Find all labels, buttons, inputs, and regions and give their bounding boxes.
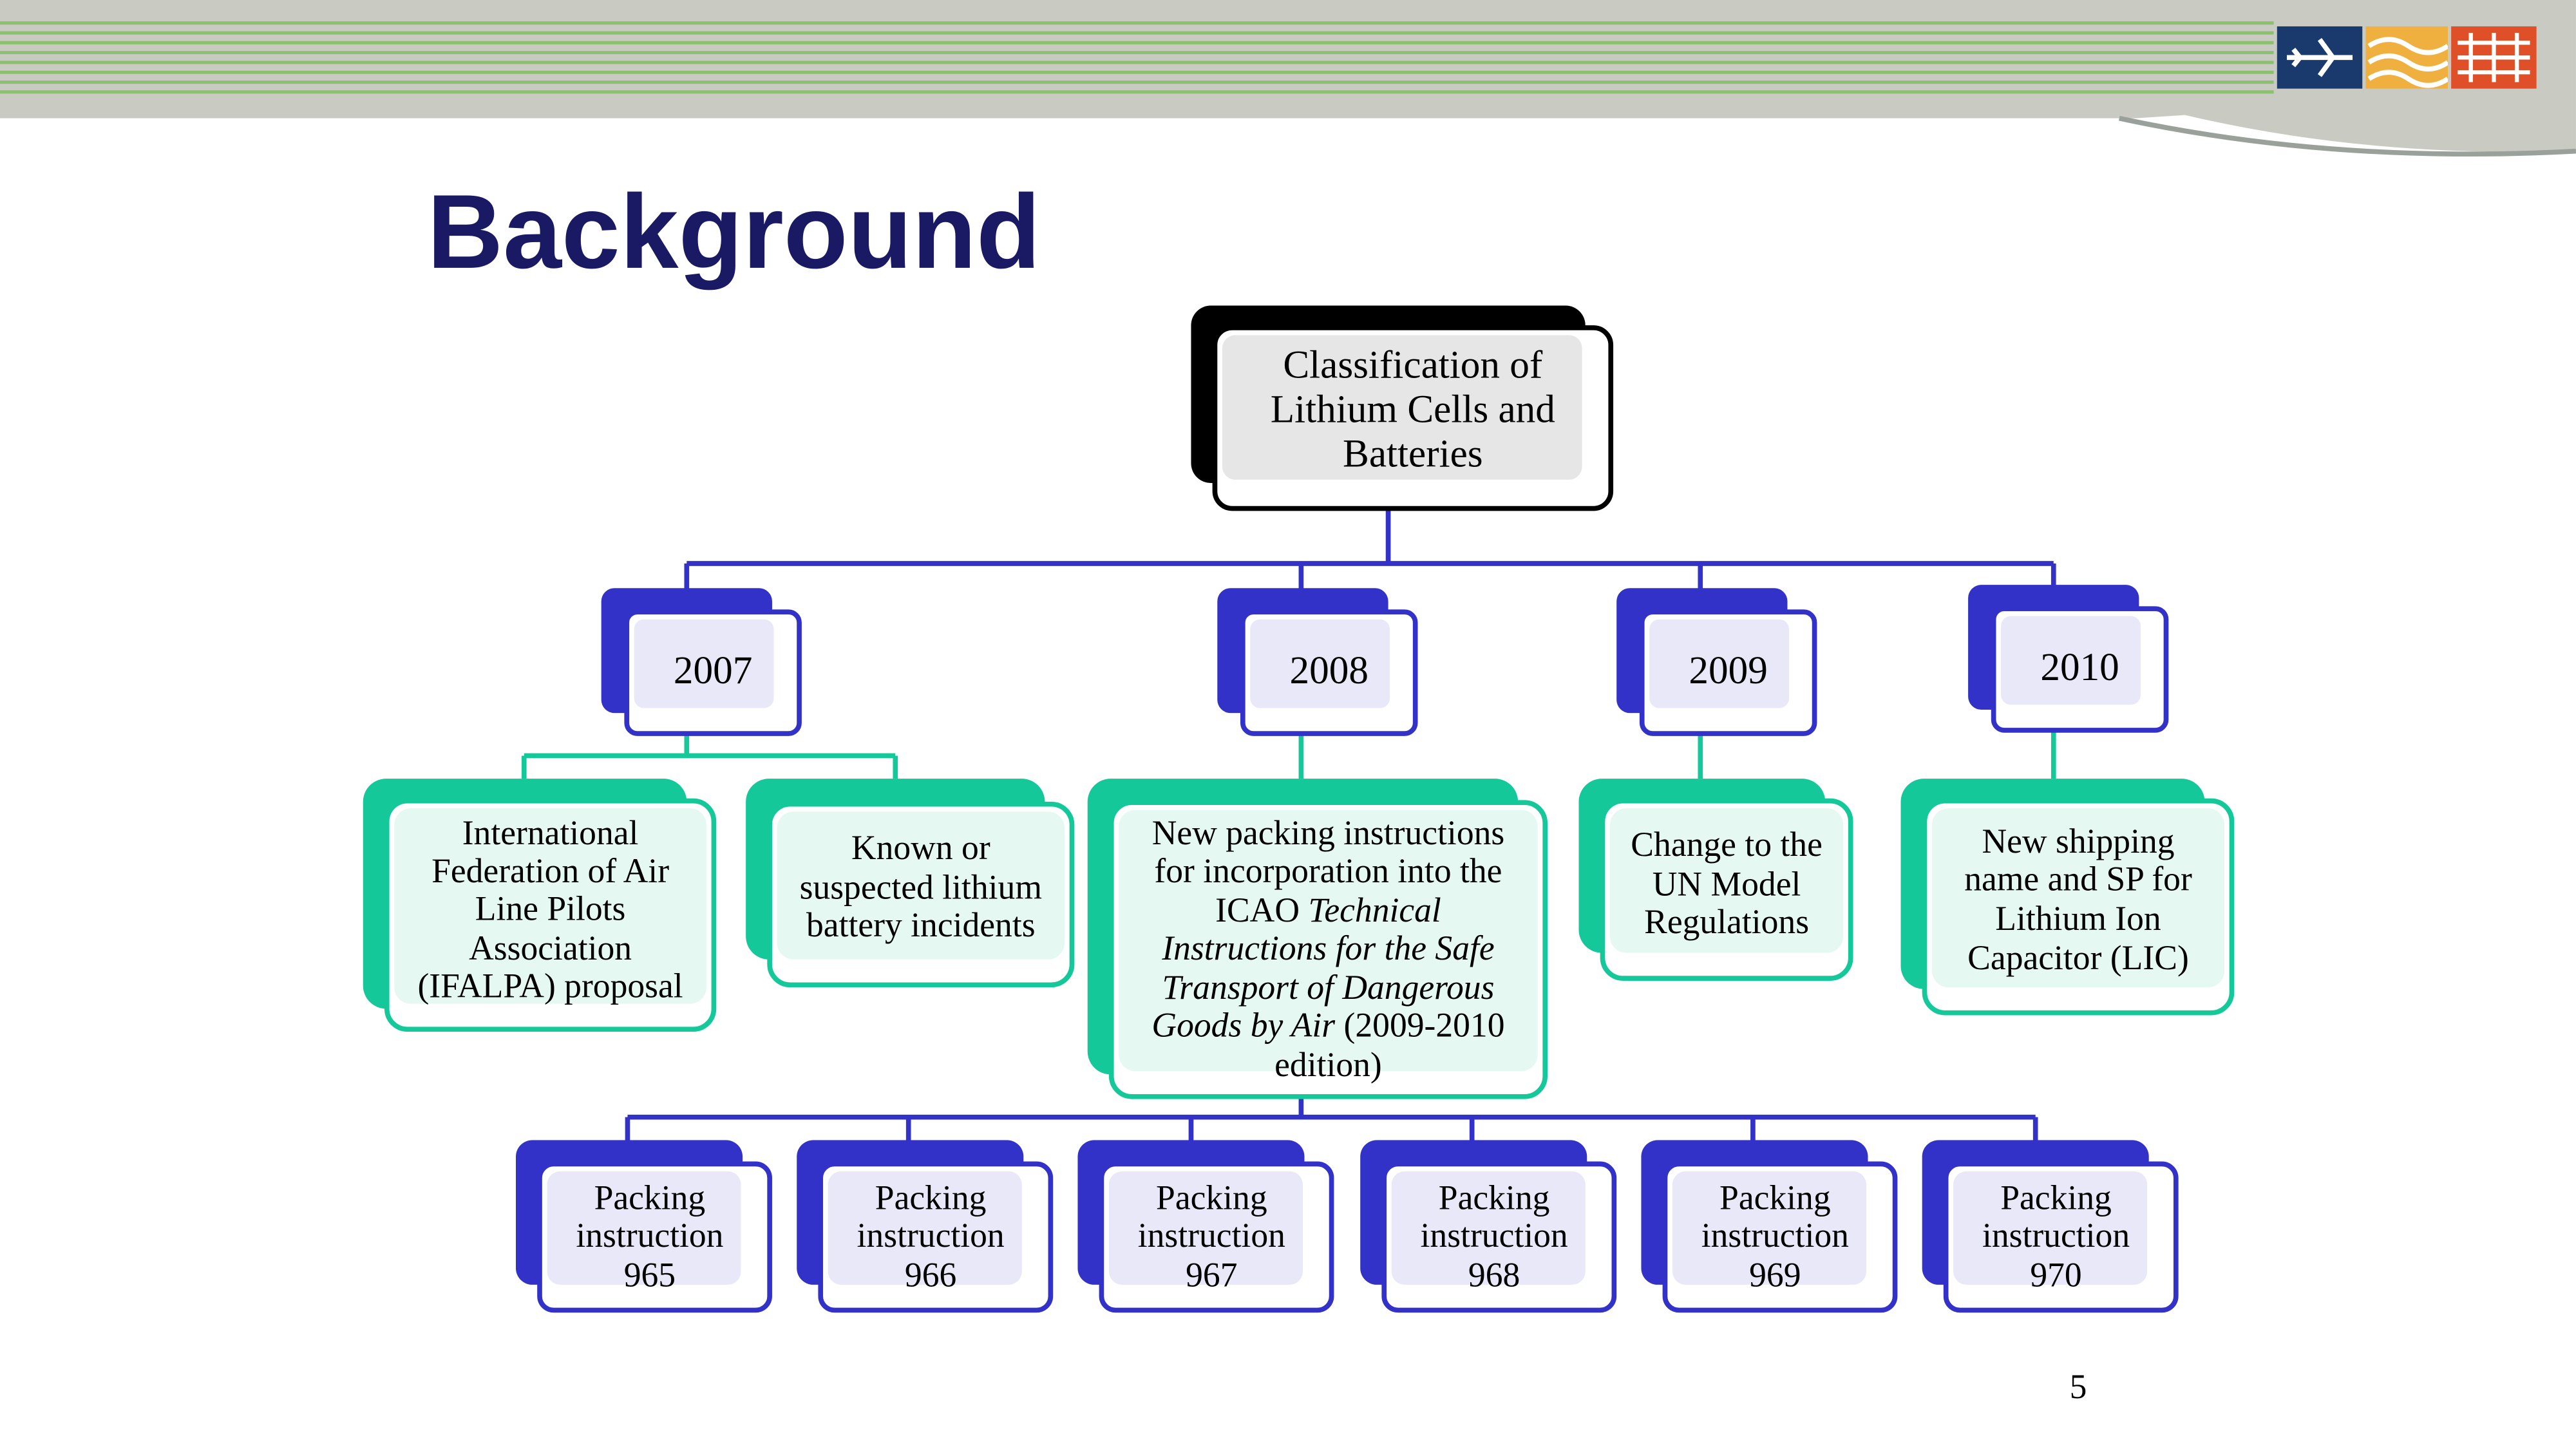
packing-instruction-966: Packing instruction 966: [818, 1161, 1054, 1313]
shipping-line-2: name and SP for: [1964, 860, 2192, 900]
year-node-2010: 2010: [1991, 606, 2169, 733]
year-node-2009: 2009: [1639, 609, 1817, 736]
packing-line-2: for incorporation into the: [1154, 851, 1502, 891]
ifalpa-line-3: Line Pilots: [475, 889, 626, 929]
ifalpa-line-1: International: [462, 813, 639, 853]
packing-line-6: Goods by Air (2009-2010: [1151, 1005, 1505, 1046]
pi-965-label-1: Packing: [594, 1177, 706, 1217]
ifalpa-line-5: (IFALPA) proposal: [417, 965, 683, 1005]
shipping-line-3: Lithium Ion: [1995, 898, 2161, 938]
pi-967-number: 967: [1186, 1255, 1238, 1294]
pi-966-label-1: Packing: [875, 1177, 987, 1217]
pi-968-label-2: instruction: [1420, 1216, 1568, 1256]
packing-instruction-965: Packing instruction 965: [537, 1161, 772, 1313]
packing-line-3: ICAO Technical: [1215, 889, 1441, 930]
shipping-line-4: Capacitor (LIC): [1967, 937, 2189, 977]
ifalpa-node: International Federation of Air Line Pil…: [384, 798, 717, 1032]
airplane-icon: [2277, 26, 2363, 89]
year-node-2008: 2008: [1240, 609, 1418, 736]
ifalpa-line-2: Federation of Air: [431, 851, 670, 891]
pi-967-label-1: Packing: [1156, 1177, 1267, 1217]
un-model-line-2: UN Model: [1652, 864, 1801, 904]
packing-node: New packing instructions for incorporati…: [1108, 800, 1548, 1099]
pi-968-number: 968: [1468, 1255, 1520, 1294]
year-label-2009: 2009: [1689, 650, 1768, 694]
incidents-line-3: battery incidents: [806, 905, 1036, 945]
un-model-node: Change to the UN Model Regulations: [1600, 798, 1853, 981]
page-title: Background: [427, 172, 1041, 291]
un-model-line-3: Regulations: [1644, 902, 1810, 942]
pi-970-label-1: Packing: [2000, 1177, 2112, 1217]
packing-instruction-967: Packing instruction 967: [1099, 1161, 1334, 1313]
pi-968-label-1: Packing: [1438, 1177, 1550, 1217]
waves-icon: [2365, 26, 2448, 89]
year-label-2008: 2008: [1289, 650, 1368, 694]
pi-966-number: 966: [904, 1255, 957, 1294]
ifalpa-line-4: Association: [469, 927, 632, 967]
pi-969-label-2: instruction: [1701, 1216, 1849, 1256]
pi-966-label-2: instruction: [857, 1216, 1005, 1256]
pi-969-label-1: Packing: [1719, 1177, 1831, 1217]
un-model-line-1: Change to the: [1631, 825, 1823, 865]
root-line-2: Lithium Cells and: [1270, 389, 1555, 433]
year-label-2007: 2007: [673, 650, 753, 694]
header-band: [0, 0, 2576, 157]
shipping-node: New shipping name and SP for Lithium Ion…: [1922, 798, 2235, 1016]
packing-instruction-968: Packing instruction 968: [1381, 1161, 1617, 1313]
root-line-1: Classification of: [1283, 345, 1543, 388]
pi-969-number: 969: [1749, 1255, 1801, 1294]
page-number: 5: [2069, 1367, 2087, 1406]
shipping-line-1: New shipping: [1982, 821, 2175, 861]
packing-instruction-970: Packing instruction 970: [1943, 1161, 2179, 1313]
packing-line-4: Instructions for the Safe: [1162, 928, 1495, 969]
pi-970-number: 970: [2030, 1255, 2082, 1294]
pi-965-number: 965: [623, 1255, 676, 1294]
packing-instruction-969: Packing instruction 969: [1662, 1161, 1898, 1313]
incidents-line-2: suspected lithium: [799, 867, 1043, 907]
root-line-3: Batteries: [1343, 433, 1483, 477]
packing-line-1: New packing instructions: [1151, 812, 1505, 853]
incidents-line-1: Known or: [851, 828, 990, 868]
pi-967-label-2: instruction: [1137, 1216, 1285, 1256]
railway-icon: [2451, 26, 2537, 89]
year-label-2010: 2010: [2040, 647, 2119, 690]
packing-line-7: edition): [1274, 1044, 1382, 1084]
packing-line-5: Transport of Dangerous: [1162, 967, 1495, 1007]
year-node-2007: 2007: [624, 609, 802, 736]
incidents-node: Known or suspected lithium battery incid…: [767, 801, 1075, 988]
root-node: Classification of Lithium Cells and Batt…: [1212, 325, 1614, 511]
pi-970-label-2: instruction: [1982, 1216, 2130, 1256]
pi-965-label-2: instruction: [576, 1216, 724, 1256]
